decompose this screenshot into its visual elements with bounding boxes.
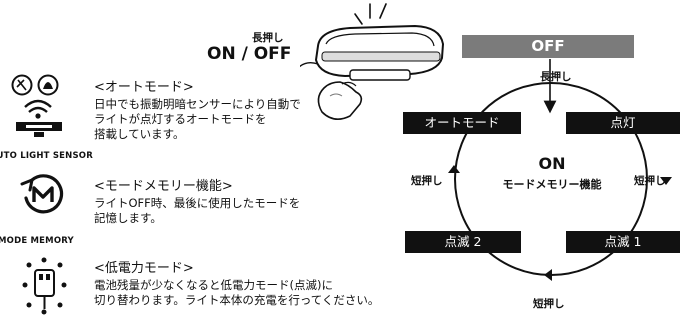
mode-box-steady: 点灯	[566, 112, 680, 134]
auto-mode-description-line-2: ライトが点灯するオートモードを	[94, 112, 267, 126]
mode-box-flash-2: 点滅 2	[405, 231, 521, 253]
mode-box-auto: オートモード	[403, 112, 521, 134]
cycle-arrow-bottom	[544, 269, 552, 281]
short-press-label-left: 短押し	[411, 175, 443, 187]
power-on-off-label: ON / OFF	[207, 44, 292, 64]
off-state-box: OFF	[462, 35, 634, 58]
short-press-label-right: 短押し	[634, 175, 666, 187]
mode-memory-description-line-2: 記憶します。	[94, 211, 162, 225]
auto-light-sensor-icon-label: AUTO LIGHT SENSOR	[0, 151, 93, 161]
cycle-arrow-left	[448, 165, 460, 173]
cycle-center-subtitle: モードメモリー機能	[502, 178, 602, 191]
low-power-mode-title: <低電力モード>	[94, 261, 194, 276]
mode-memory-icon-label: MODE MEMORY	[0, 236, 74, 246]
bike-light-device-illustration	[300, 3, 445, 120]
auto-mode-title: <オートモード>	[94, 80, 194, 95]
low-power-charging-icon	[22, 257, 67, 315]
off-long-press-label: 長押し	[540, 71, 572, 83]
mode-box-flash-1: 点滅 1	[566, 231, 680, 253]
low-power-mode-description-line-1: 電池残量が少なくなると低電力モード(点滅)に	[94, 278, 333, 292]
cycle-center-title: ON	[538, 154, 566, 173]
mode-memory-title: <モードメモリー機能>	[94, 179, 233, 194]
auto-mode-description-line-3: 搭載しています。	[94, 127, 185, 141]
light-rays-icon	[354, 3, 387, 25]
mode-memory-icon	[20, 174, 64, 214]
cycle-arrow-right	[660, 177, 672, 185]
short-press-label-bottom: 短押し	[533, 298, 565, 310]
mode-cycle-diagram	[448, 59, 672, 281]
auto-light-sensor-icon	[11, 74, 62, 137]
power-long-press-label: 長押し	[252, 32, 284, 44]
low-power-mode-description-line-2: 切り替わります。ライト本体の充電を行ってください。	[94, 293, 380, 307]
mode-memory-description-line-1: ライトOFF時、最後に使用したモードを	[94, 196, 301, 210]
auto-mode-description-line-1: 日中でも振動明暗センサーにより自動で	[94, 97, 301, 111]
